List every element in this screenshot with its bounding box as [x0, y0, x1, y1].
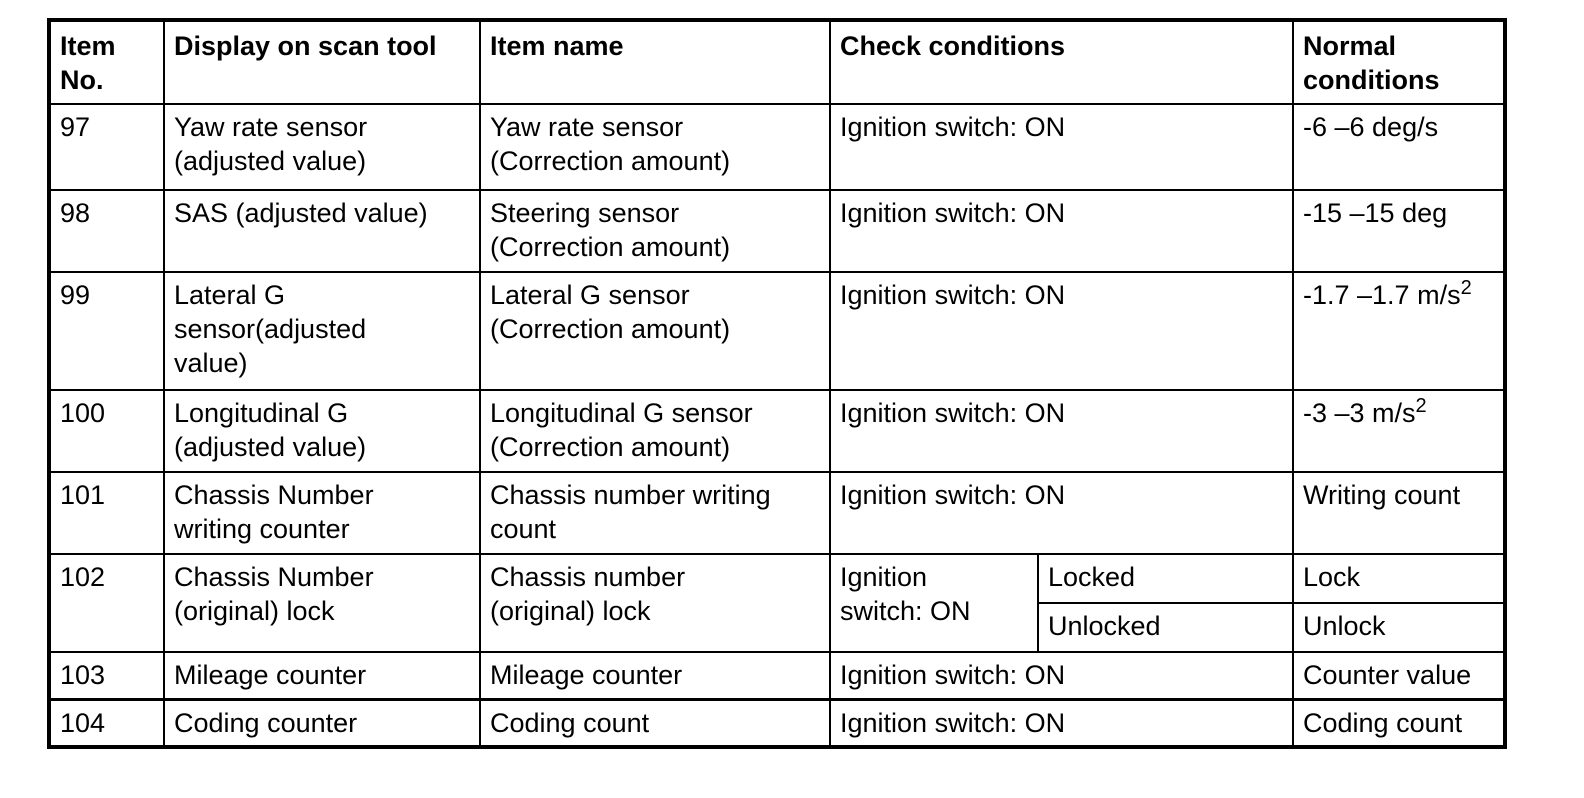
header-check-conditions: Check conditions	[829, 19, 1294, 105]
table-row-102-sub: Unlocked Unlock	[49, 602, 1506, 653]
cell-normal-conditions: -3 –3 m/s2	[1292, 389, 1506, 473]
cell-item-no: 101	[48, 471, 165, 555]
cell-normal-conditions: -1.7 –1.7 m/s2	[1292, 271, 1506, 391]
cell-normal-conditions: Unlock	[1292, 602, 1506, 653]
cell-normal-conditions: Coding count	[1292, 697, 1506, 748]
cell-item-no: 97	[48, 103, 165, 191]
cell-item-name: Mileage counter	[479, 651, 831, 700]
cell-item-no: 103	[48, 651, 165, 700]
header-normal-conditions: Normal conditions	[1292, 19, 1506, 105]
cell-item-no: 100	[48, 389, 165, 473]
cell-check-conditions: Ignition switch: ON	[829, 651, 1294, 700]
cell-display: Lateral G sensor(adjusted value)	[163, 271, 481, 391]
cell-item-name: Coding count	[479, 697, 831, 748]
table-row-103: 103 Mileage counter Mileage counter Igni…	[48, 651, 1506, 700]
cell-item-no: 102	[48, 553, 165, 653]
cell-check-conditions: Ignition switch: ON	[829, 389, 1294, 473]
cell-check-conditions: Ignition switch: ON	[829, 471, 1294, 555]
cell-item-name: Longitudinal G sensor (Correction amount…	[479, 389, 831, 473]
scan-tool-data-table: Item No. Display on scan tool Item name …	[47, 18, 1507, 749]
cell-check-conditions: Ignition switch: ON	[829, 103, 1294, 191]
cell-normal-conditions: -15 –15 deg	[1292, 189, 1506, 273]
table-row-100: 100 Longitudinal G (adjusted value) Long…	[48, 389, 1506, 473]
cell-item-name: Chassis number (original) lock	[479, 553, 831, 653]
cell-normal-conditions: Lock	[1292, 553, 1506, 604]
cell-check-state-locked: Locked	[1037, 553, 1294, 604]
header-item-name: Item name	[479, 19, 831, 105]
header-display-on-scan-tool: Display on scan tool	[163, 19, 481, 105]
cell-display: Mileage counter	[163, 651, 481, 700]
cell-check-conditions: Ignition switch: ON	[829, 697, 1294, 748]
cell-item-no: 104	[48, 697, 165, 748]
table-row-104: 104 Coding counter Coding count Ignition…	[48, 697, 1506, 748]
cell-item-no: 99	[48, 271, 165, 391]
cell-display: Chassis Number (original) lock	[163, 553, 481, 653]
cell-item-name: Steering sensor (Correction amount)	[479, 189, 831, 273]
cell-normal-conditions: -6 –6 deg/s	[1292, 103, 1506, 191]
header-item-no: Item No.	[48, 19, 165, 105]
cell-normal-conditions: Writing count	[1292, 471, 1506, 555]
cell-display: SAS (adjusted value)	[163, 189, 481, 273]
cell-display: Longitudinal G (adjusted value)	[163, 389, 481, 473]
header-row: Item No. Display on scan tool Item name …	[48, 19, 1506, 105]
cell-display: Coding counter	[163, 697, 481, 748]
cell-display: Chassis Number writing counter	[163, 471, 481, 555]
table-row-101: 101 Chassis Number writing counter Chass…	[48, 471, 1506, 555]
unit-superscript: 2	[1460, 277, 1472, 299]
cell-display: Yaw rate sensor (adjusted value)	[163, 103, 481, 191]
cell-check-conditions: Ignition switch: ON	[829, 553, 1039, 653]
cell-check-conditions: Ignition switch: ON	[829, 271, 1294, 391]
cell-item-name: Lateral G sensor (Correction amount)	[479, 271, 831, 391]
cell-check-state-unlocked: Unlocked	[1037, 602, 1294, 653]
scan-tool-data-table-wrap: Item No. Display on scan tool Item name …	[47, 18, 1507, 749]
cell-normal-conditions: Counter value	[1292, 651, 1506, 700]
cell-item-no: 98	[48, 189, 165, 273]
table-row-97: 97 Yaw rate sensor (adjusted value) Yaw …	[48, 103, 1506, 191]
cell-item-name: Yaw rate sensor (Correction amount)	[479, 103, 831, 191]
cell-check-conditions: Ignition switch: ON	[829, 189, 1294, 273]
table-row-102: 102 Chassis Number (original) lock Chass…	[48, 553, 1506, 653]
table-row-98: 98 SAS (adjusted value) Steering sensor …	[48, 189, 1506, 273]
table-row-99: 99 Lateral G sensor(adjusted value) Late…	[48, 271, 1506, 391]
cell-item-name: Chassis number writing count	[479, 471, 831, 555]
unit-superscript: 2	[1415, 395, 1427, 417]
